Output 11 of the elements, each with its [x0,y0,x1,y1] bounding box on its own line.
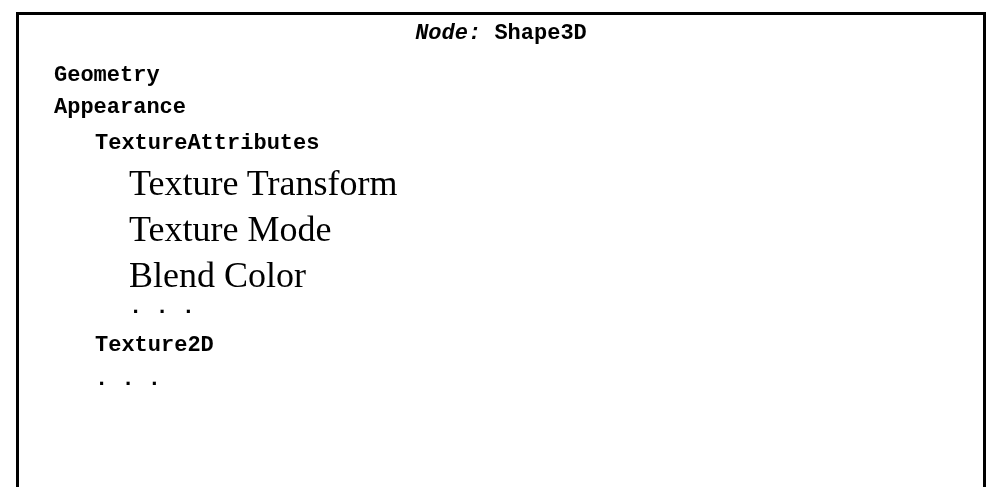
node-box [16,12,986,487]
ellipsis: . . . [95,369,161,391]
field-name: Texture2D [95,335,214,357]
field-name: Appearance [54,97,187,119]
attribute-name: Texture Mode [129,211,332,247]
ellipsis: . . . [129,297,195,319]
attribute-name: Texture Transform [129,165,398,201]
attribute-name: Blend Color [129,257,306,293]
field-name: TextureAttributes [95,133,320,155]
field-name: Geometry [54,65,160,87]
heading: Node: Shape3D [414,23,588,45]
